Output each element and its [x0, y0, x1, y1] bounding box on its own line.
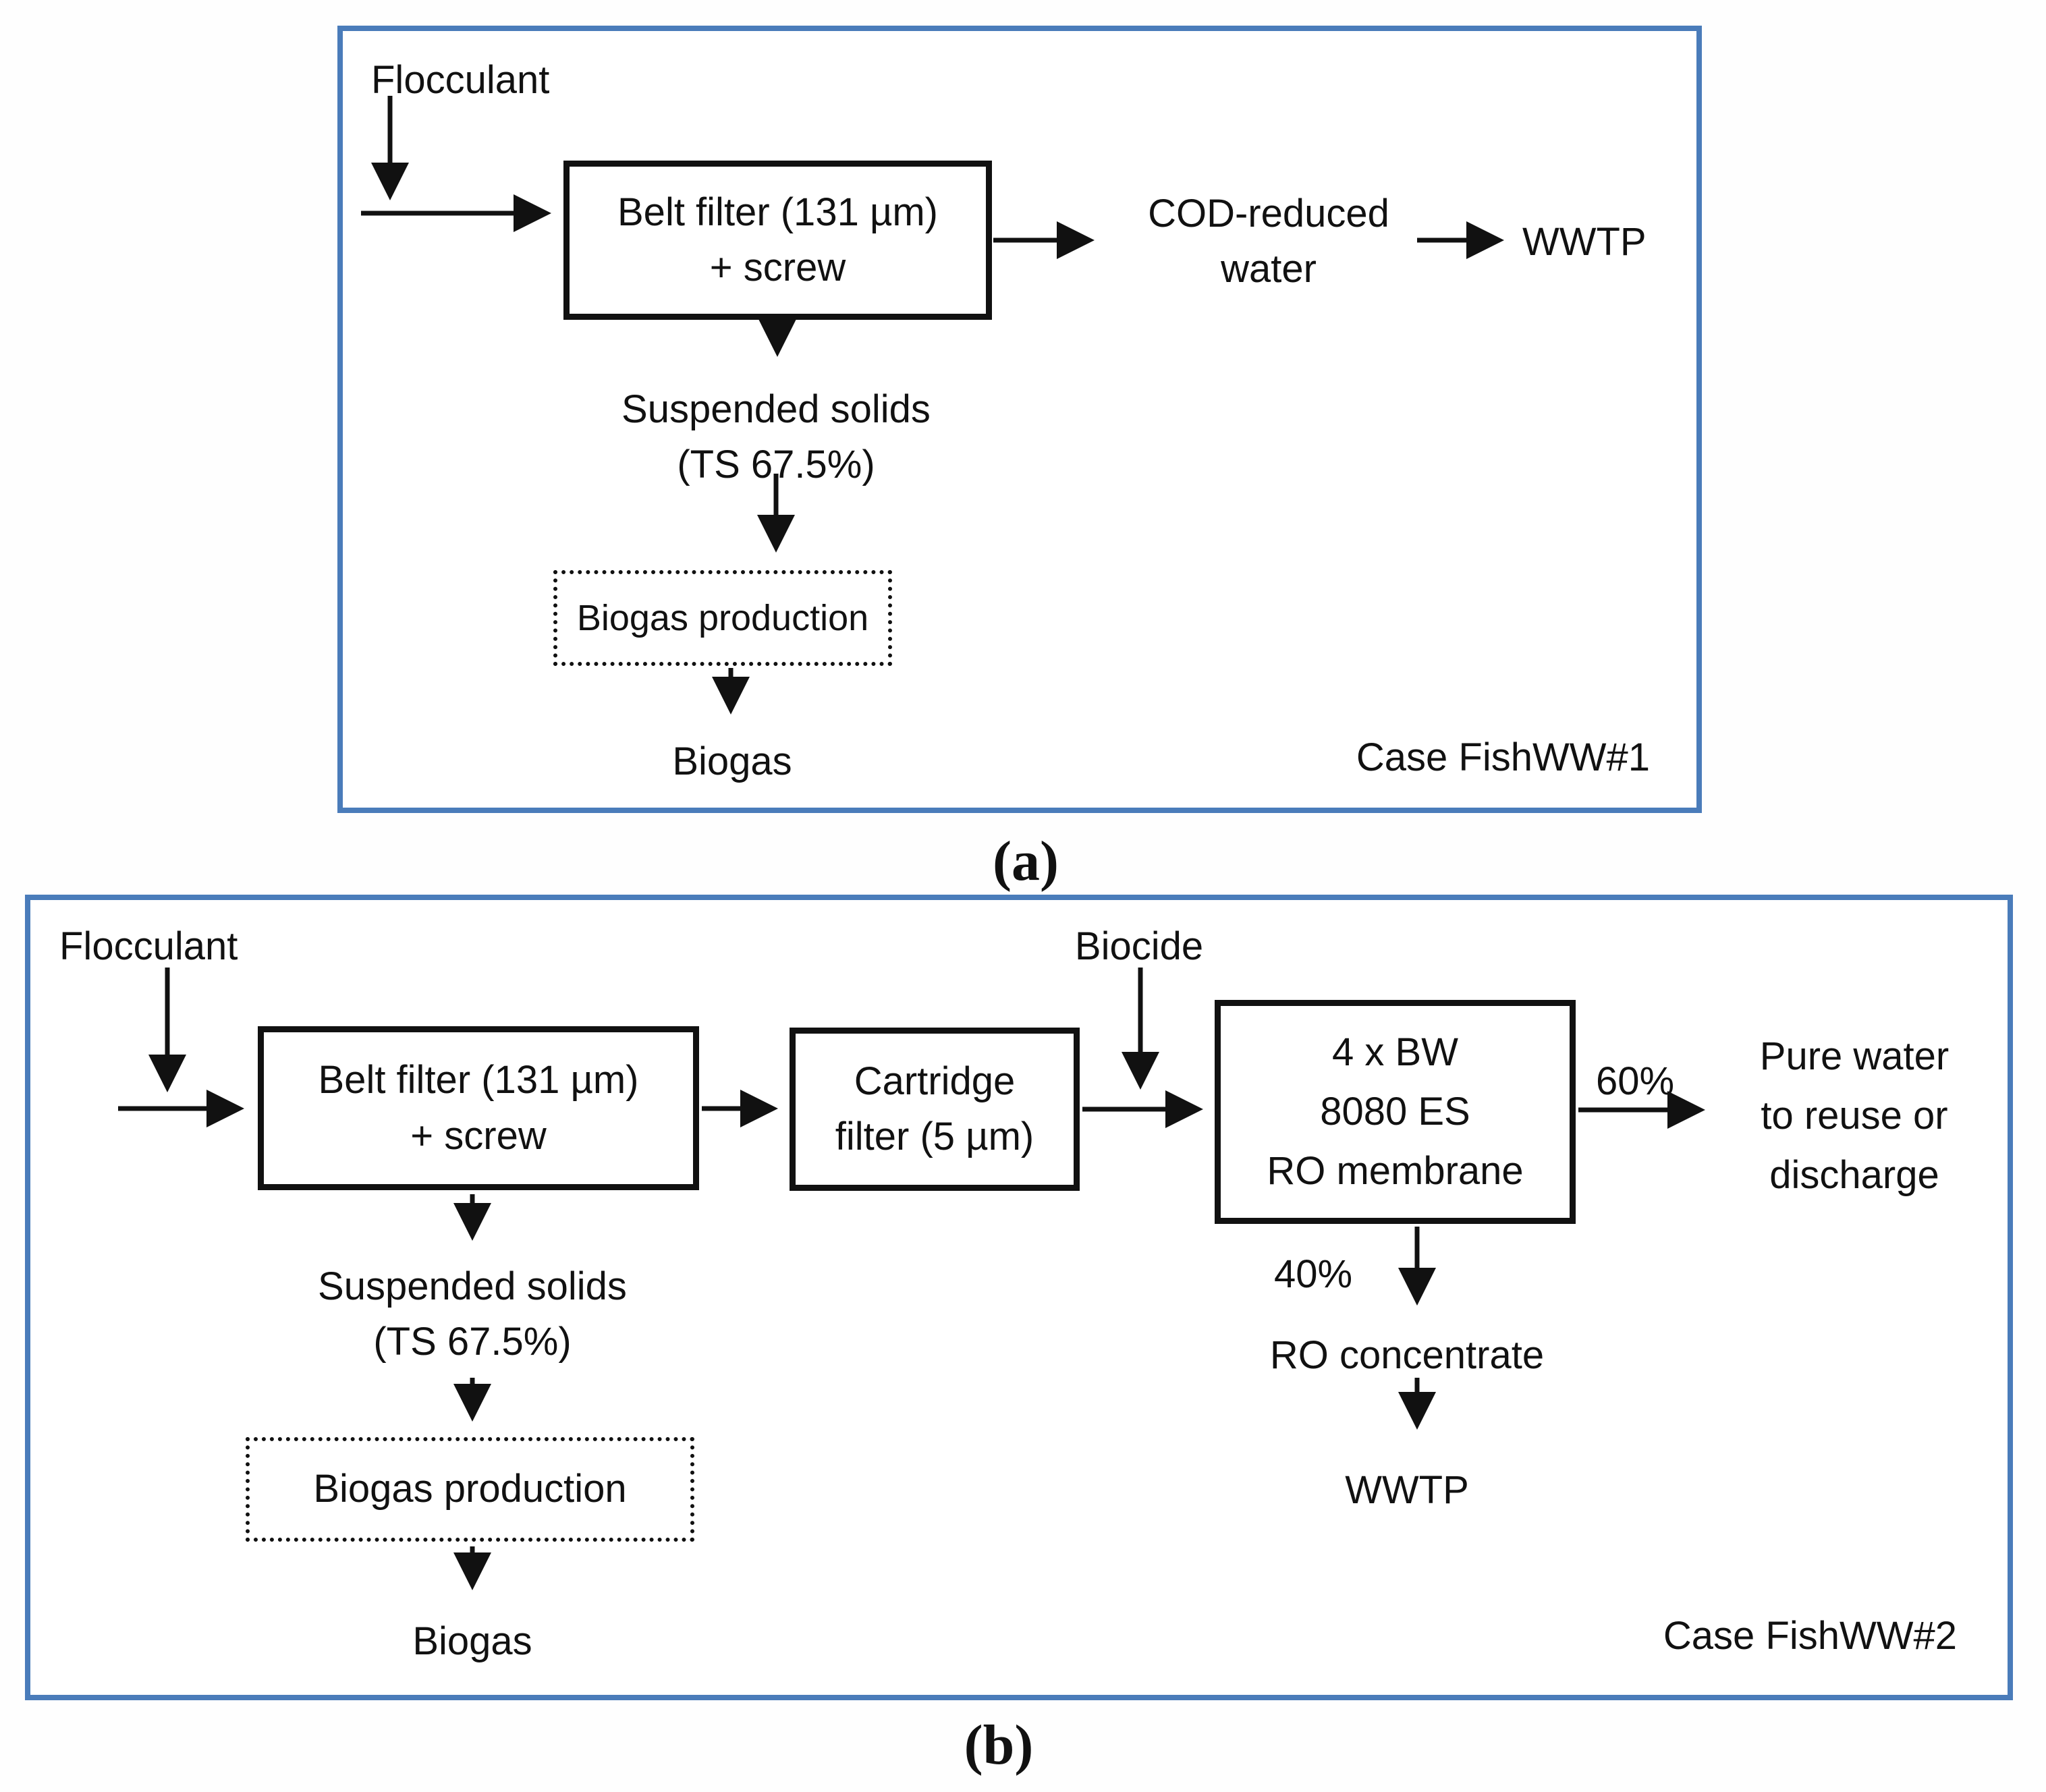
b-biogas-label: Biogas	[412, 1619, 532, 1663]
a-flocculant-label: Flocculant	[371, 58, 550, 102]
a-suspended-solids-label: Suspended solids (TS 67.5%)	[621, 387, 931, 487]
b-belt-filter-box: Belt filter (131 µm) + screw	[258, 1026, 699, 1190]
b-pure-water-label: Pure water to reuse or discharge	[1759, 1034, 1950, 1198]
b-biocide-label: Biocide	[1074, 924, 1204, 968]
b-biogas-production-box: Biogas production	[246, 1437, 694, 1542]
b-suspended-solids-label: Suspended solids (TS 67.5%)	[318, 1264, 627, 1364]
a-belt-filter-box: Belt filter (131 µm) + screw	[563, 161, 992, 320]
a-cod-reduced-water-label: COD-reduced water	[1148, 192, 1389, 291]
panel-a-border	[337, 26, 1702, 813]
b-caption: (b)	[964, 1714, 1034, 1776]
a-caption: (a)	[993, 830, 1059, 893]
b-percent-40-label: 40%	[1274, 1252, 1353, 1296]
b-wwtp-label: WWTP	[1345, 1468, 1469, 1512]
b-percent-60-label: 60%	[1596, 1059, 1675, 1103]
a-wwtp-label: WWTP	[1522, 220, 1647, 264]
a-biogas-production-box: Biogas production	[553, 570, 892, 666]
a-biogas-label: Biogas	[672, 739, 792, 783]
a-case-label: Case FishWW#1	[1356, 735, 1650, 779]
b-ro-concentrate-label: RO concentrate	[1269, 1333, 1545, 1377]
b-cartridge-filter-box: Cartridge filter (5 µm)	[790, 1028, 1080, 1191]
b-flocculant-label: Flocculant	[59, 924, 238, 968]
b-case-label: Case FishWW#2	[1663, 1614, 1957, 1658]
b-ro-membrane-box: 4 x BW 8080 ES RO membrane	[1215, 1000, 1576, 1224]
